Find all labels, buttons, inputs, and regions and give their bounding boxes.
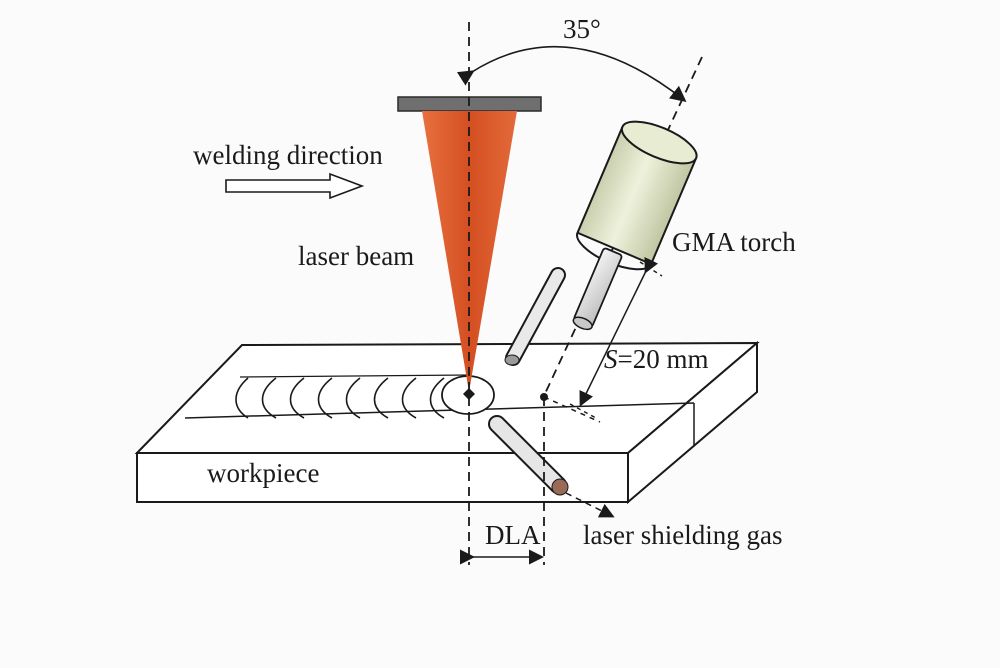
laser-shielding-gas-label: laser shielding gas [583, 520, 782, 550]
welding-direction-arrow [225, 172, 365, 200]
workpiece-label: workpiece [207, 458, 319, 488]
torch-nozzle [572, 247, 623, 331]
stickout-dimension [569, 256, 663, 419]
laser-focus-point [463, 388, 475, 400]
distance-value: =20 mm [618, 344, 709, 374]
weld-bead [235, 374, 495, 419]
dla-label: DLA [485, 520, 541, 550]
shielding-gas-tube-lower [488, 415, 569, 496]
gma-torch-label: GMA torch [672, 227, 796, 257]
angle-label: 35° [563, 14, 601, 44]
distance-label: S=20 mm [604, 344, 708, 374]
gas-flow-arrow [565, 492, 615, 518]
distance-variable: S [604, 344, 618, 374]
laser-beam-label: laser beam [298, 241, 414, 271]
welding-direction-label: welding direction [193, 140, 383, 170]
shielding-gas-tube-upper [504, 267, 566, 366]
angle-arc [456, 46, 687, 102]
